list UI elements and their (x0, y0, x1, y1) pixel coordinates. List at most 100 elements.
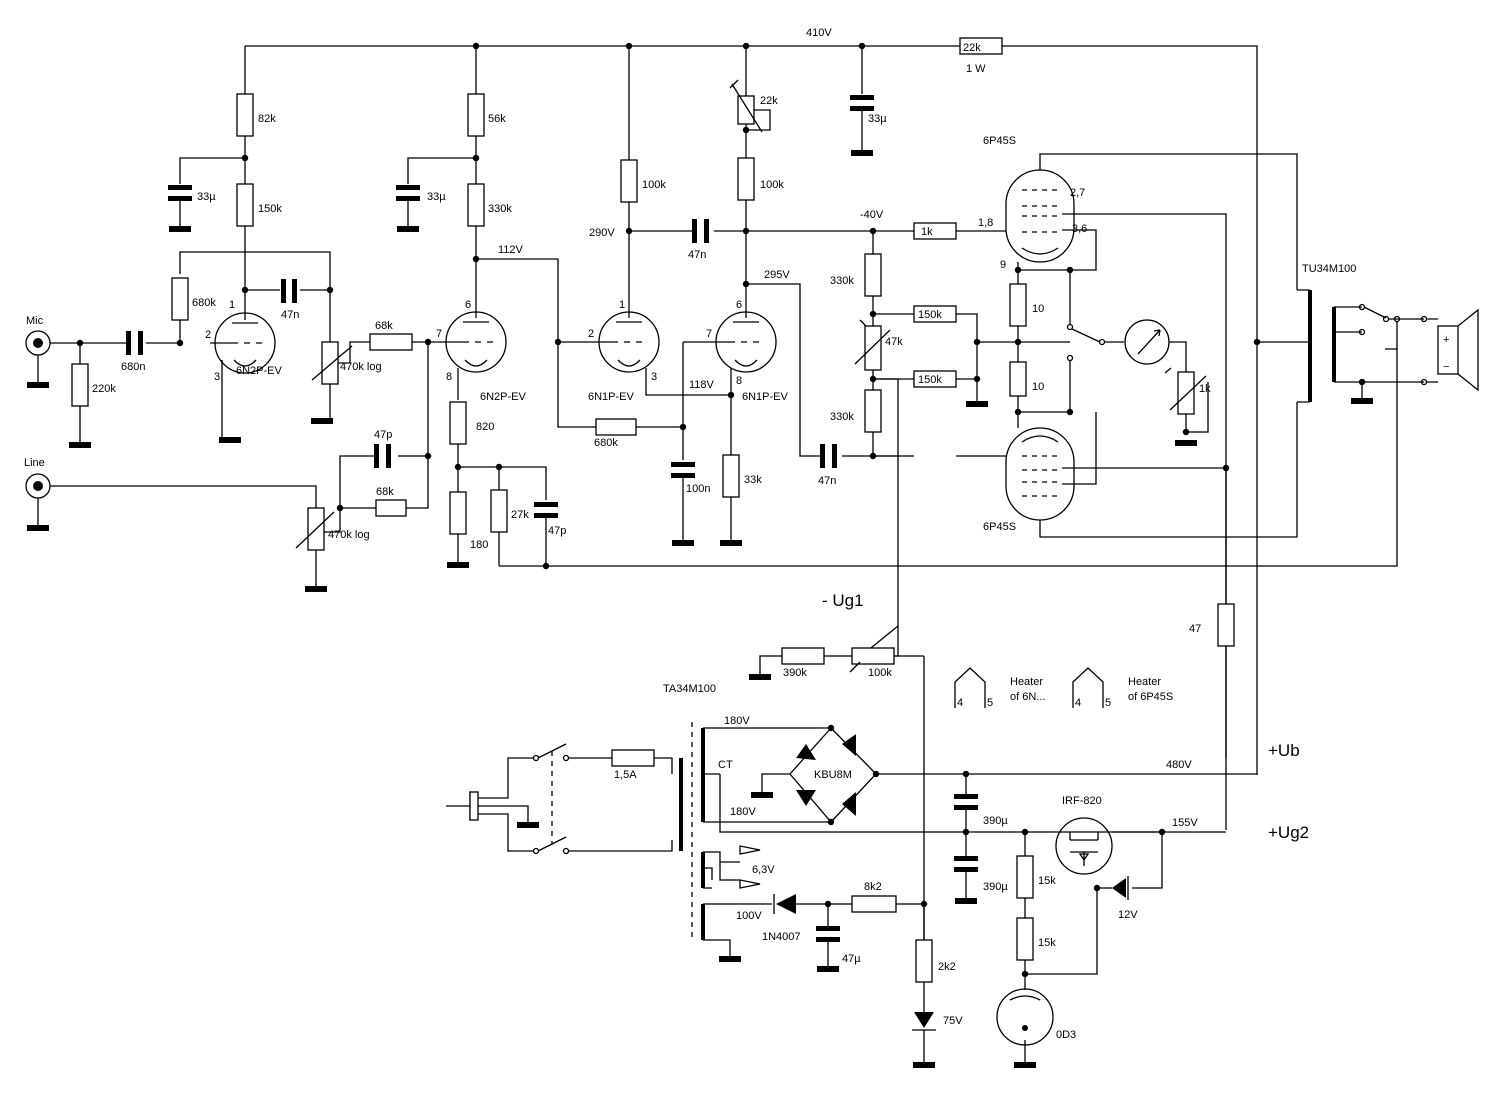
label-33u-c: 33µ (868, 113, 887, 125)
tu34m100-label: TU34M100 (1302, 263, 1356, 275)
resistor-1k-top (913, 222, 957, 240)
trimmer-22k[interactable] (737, 95, 755, 125)
label-10-a: 10 (1032, 303, 1044, 315)
label-15k-b: 15k (1038, 937, 1056, 949)
pin-4b: 4 (1075, 697, 1081, 709)
pin-4a: 4 (957, 697, 963, 709)
speaker-plus: + (1443, 334, 1449, 346)
label-47p-b: 47p (548, 525, 566, 537)
cap-33u-b-plate-bottom (396, 196, 420, 201)
label-75v: 75V (943, 1015, 963, 1027)
fuse-label: 1,5A (614, 769, 637, 781)
cap-390u-b-bottom (954, 867, 978, 872)
label-150k-b: 150k (918, 309, 942, 321)
resistor-27k (490, 489, 508, 533)
tube-6p45s-bottom (1005, 427, 1075, 521)
resistor-680k-a (171, 277, 189, 321)
resistor-15k-a (1016, 855, 1034, 899)
label-470k-log-a: 470k log (340, 361, 382, 373)
resistor-1w-label: 1 W (966, 63, 986, 75)
resistor-390k (781, 647, 825, 665)
tube2-name: 6N2P-EV (480, 391, 527, 403)
resistor-100k-b (737, 157, 755, 201)
resistor-220k (71, 363, 89, 407)
cap-33u-b-plate-top (396, 185, 420, 190)
heater-a-title: Heater (1010, 676, 1043, 688)
label-82k: 82k (258, 113, 276, 125)
resistor-15k-b (1016, 917, 1034, 961)
pin-6d: 6 (736, 299, 742, 311)
label-100k-b: 100k (760, 179, 784, 191)
cap-47p-a-left (374, 444, 379, 468)
line-input: Line 470k log 68k 47p (24, 338, 432, 592)
cap-33u-c-top (850, 95, 874, 100)
stage-3: 100k 290V 47n 1 2 3 6N1P-EV 680k 100n 22… (554, 46, 900, 546)
label-220k: 220k (92, 383, 116, 395)
label-33u-b: 33µ (427, 191, 446, 203)
label-100k-trim: 100k (868, 667, 892, 679)
resistor-2k2 (915, 939, 933, 983)
resistor-100k-a (620, 159, 638, 203)
tube3-name: 6N1P-EV (588, 391, 635, 403)
label-47n-mid: 47n (688, 249, 706, 261)
cap-390u-a-top (954, 794, 978, 799)
label-47n-b: 47n (818, 475, 836, 487)
ct-label: CT (718, 759, 733, 771)
pin-8d: 8 (736, 375, 742, 387)
cap-33u-c-bottom (850, 106, 874, 111)
label-680k-a: 680k (192, 297, 216, 309)
line-label: Line (24, 457, 45, 469)
label-27k: 27k (511, 509, 529, 521)
label-56k: 56k (488, 113, 506, 125)
tube4-name: 6N1P-EV (742, 391, 789, 403)
cap-680n-left (126, 331, 131, 355)
pin-1a: 1 (229, 299, 235, 311)
label-0d3: 0D3 (1056, 1029, 1076, 1041)
stage-1: 82k 150k 33µ 1 2 3 6N2P-EV 680k 47n Mic … (25, 46, 428, 448)
cap-47p-a-right (386, 444, 391, 468)
pin-3c: 3 (651, 371, 657, 383)
label-1k-meter: 1k (1199, 383, 1211, 395)
pin-5a: 5 (987, 697, 993, 709)
bridge-label: KBU8M (814, 769, 852, 781)
resistor-150k-a (236, 183, 254, 227)
label-150k-a: 150k (258, 203, 282, 215)
voltage-100v: 100V (736, 910, 762, 922)
output-stage: -40V 1k 330k 47k 330k 150k 150k 6P45S 1,… (749, 135, 1298, 945)
irf-label: IRF-820 (1062, 795, 1102, 807)
resistor-680k-b (595, 418, 637, 436)
label-330k-a: 330k (488, 203, 512, 215)
plus-ug2-label: +Ug2 (1268, 823, 1309, 842)
pin-2c: 2 (588, 328, 594, 340)
resistor-180 (449, 491, 467, 535)
heater-6p45s (1072, 667, 1104, 708)
tube-6p45s-bottom-label: 6P45S (983, 521, 1016, 533)
heater-b-title: Heater (1128, 676, 1161, 688)
cap-390u-a-bottom (954, 805, 978, 810)
label-15k-a: 15k (1038, 875, 1056, 887)
cap-100n-bottom (671, 473, 695, 478)
label-390u-a: 390µ (983, 815, 1008, 827)
resistor-47 (1217, 603, 1235, 647)
trimmer-47k[interactable] (864, 325, 882, 371)
label-150k-c: 150k (918, 374, 942, 386)
resistor-33k (722, 454, 740, 498)
label-330k-c: 330k (830, 411, 854, 423)
voltage-290v: 290V (589, 227, 615, 239)
trimmer-1k[interactable] (1177, 371, 1195, 415)
pin-3a: 3 (214, 371, 220, 383)
pot-470k-log-a[interactable] (321, 341, 339, 385)
label-12v: 12V (1118, 909, 1138, 921)
pin-2a: 2 (205, 329, 211, 341)
tube-6p45s-top-label: 6P45S (983, 135, 1016, 147)
cap-680n-right (138, 331, 143, 355)
label-47u: 47µ (842, 953, 861, 965)
trimmer-100k[interactable] (851, 647, 895, 665)
cap-47u-top (816, 926, 840, 931)
heater-b-sub: of 6P45S (1128, 691, 1173, 703)
voltage-480v: 480V (1166, 759, 1192, 771)
voltage-6-3v: 6,3V (752, 864, 775, 876)
resistor-150k-c (913, 370, 957, 388)
resistor-150k-b (913, 305, 957, 323)
label-68k-b: 68k (376, 486, 394, 498)
